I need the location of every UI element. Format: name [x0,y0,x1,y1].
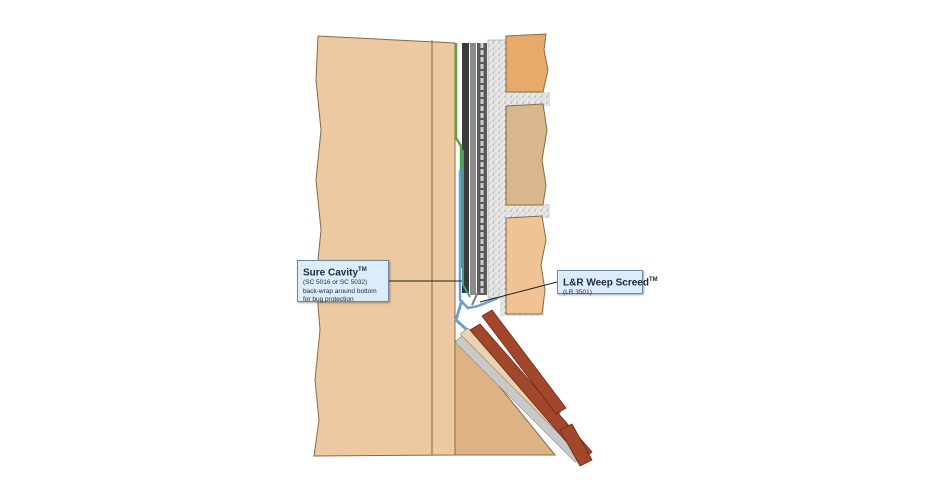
roof-shingle-tab [559,423,593,467]
drainage-mat [477,43,487,295]
callout-weep-screed: L&R Weep ScreedTM (LR 3501) [557,270,658,296]
roof-shingle-upper [481,309,567,415]
wall-panel [313,35,456,457]
trademark-mark: TM [358,267,367,273]
wrb-gray-layer [470,43,476,295]
callout-sure-cavity-title: Sure CavityTM [303,267,367,279]
mortar-backing [487,39,509,299]
sure-cavity-backwrap [458,170,499,310]
callout-sure-cavity-line: back-wrap around bottom [303,287,377,295]
mortar-joint-lower [500,204,550,218]
wrb-dark-layer [462,43,469,293]
weep-screed-lip [471,291,479,306]
trademark-mark: TM [648,277,658,283]
callout-sure-cavity-line: (SC 5016 or SC 5032) [303,279,368,287]
callout-weep-screed-line: (LR 3501) [563,289,592,297]
callout-sure-cavity-line: for bug protection [303,296,354,304]
callout-weep-screed-title: L&R Weep ScreedTM [563,277,658,289]
teal-membrane [462,150,471,298]
roof-shingle-lower [469,323,593,461]
callout-sure-cavity: Sure CavityTM (SC 5016 or SC 5032) back-… [297,260,389,304]
mortar-joint-upper [500,92,550,106]
brick-bottom [505,215,547,315]
brick-top [505,33,549,93]
brick-middle [505,103,548,206]
leader-line-weep-screed [479,281,558,303]
